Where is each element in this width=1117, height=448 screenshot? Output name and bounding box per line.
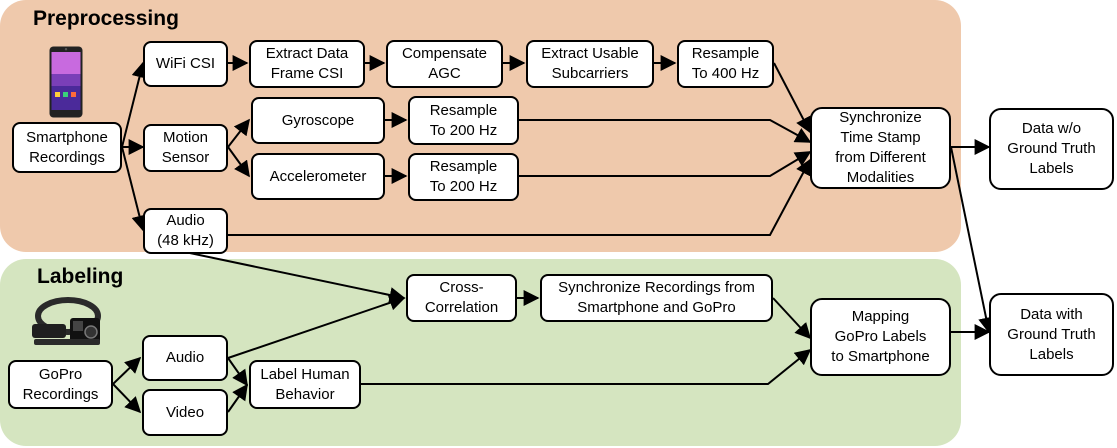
node-compensate-agc: Compensate AGC	[386, 40, 503, 88]
edge-motion-gyro	[227, 118, 250, 148]
node-extract-data-frame-csi: Extract Data Frame CSI	[249, 40, 365, 88]
node-smartphone-recordings: Smartphone Recordings	[12, 122, 122, 173]
edge-smartphone-audio	[121, 146, 148, 232]
edge-syncrec-mapping	[772, 297, 812, 340]
node-gopro-video: Video	[142, 389, 228, 436]
edge-resample200g-sync	[519, 119, 812, 143]
preprocessing-title: Preprocessing	[33, 7, 179, 30]
edge-sync-datawith	[950, 146, 994, 334]
node-wifi-csi: WiFi CSI	[143, 41, 228, 87]
smartphone-icon	[49, 46, 83, 118]
edge-gopro-audio-crosscorr	[227, 295, 406, 359]
node-resample-200hz-accel: Resample To 200 Hz	[408, 153, 519, 201]
node-resample-400hz: Resample To 400 Hz	[677, 40, 774, 88]
edge-resample400-sync	[773, 62, 811, 134]
node-gopro-recordings: GoPro Recordings	[8, 360, 113, 409]
edge-resample200a-sync	[519, 151, 812, 177]
node-synchronize-recordings: Synchronize Recordings from Smartphone a…	[540, 274, 773, 322]
node-synchronize-time-stamp: Synchronize Time Stamp from Different Mo…	[810, 107, 951, 189]
node-resample-200hz-gyro: Resample To 200 Hz	[408, 96, 519, 145]
node-mapping-gopro-labels: Mapping GoPro Labels to Smartphone	[810, 298, 951, 376]
node-gyroscope: Gyroscope	[251, 97, 385, 144]
edge-label-mapping	[361, 348, 812, 385]
edge-audio-sync	[228, 158, 811, 236]
node-motion-sensor: Motion Sensor	[143, 124, 228, 172]
node-data-without-ground-truth: Data w/o Ground Truth Labels	[989, 108, 1114, 190]
node-extract-usable-subcarriers: Extract Usable Subcarriers	[526, 40, 654, 88]
gopro-camera-icon	[32, 297, 101, 345]
node-gopro-audio: Audio	[142, 335, 228, 381]
node-label-human-behavior: Label Human Behavior	[249, 360, 361, 409]
edge-audio-crosscorr	[184, 251, 406, 303]
edge-gopro-video	[112, 383, 142, 414]
node-data-with-ground-truth: Data with Ground Truth Labels	[989, 293, 1114, 376]
edge-smartphone-wifi	[121, 61, 148, 148]
edge-audio-label	[227, 357, 248, 387]
node-cross-correlation: Cross- Correlation	[406, 274, 517, 322]
node-accelerometer: Accelerometer	[251, 153, 385, 200]
edge-gopro-audio	[112, 356, 142, 385]
node-audio-48khz: Audio (48 kHz)	[143, 208, 228, 254]
labeling-title: Labeling	[37, 265, 124, 288]
edge-video-label	[227, 383, 248, 413]
edge-motion-accel	[227, 146, 250, 178]
